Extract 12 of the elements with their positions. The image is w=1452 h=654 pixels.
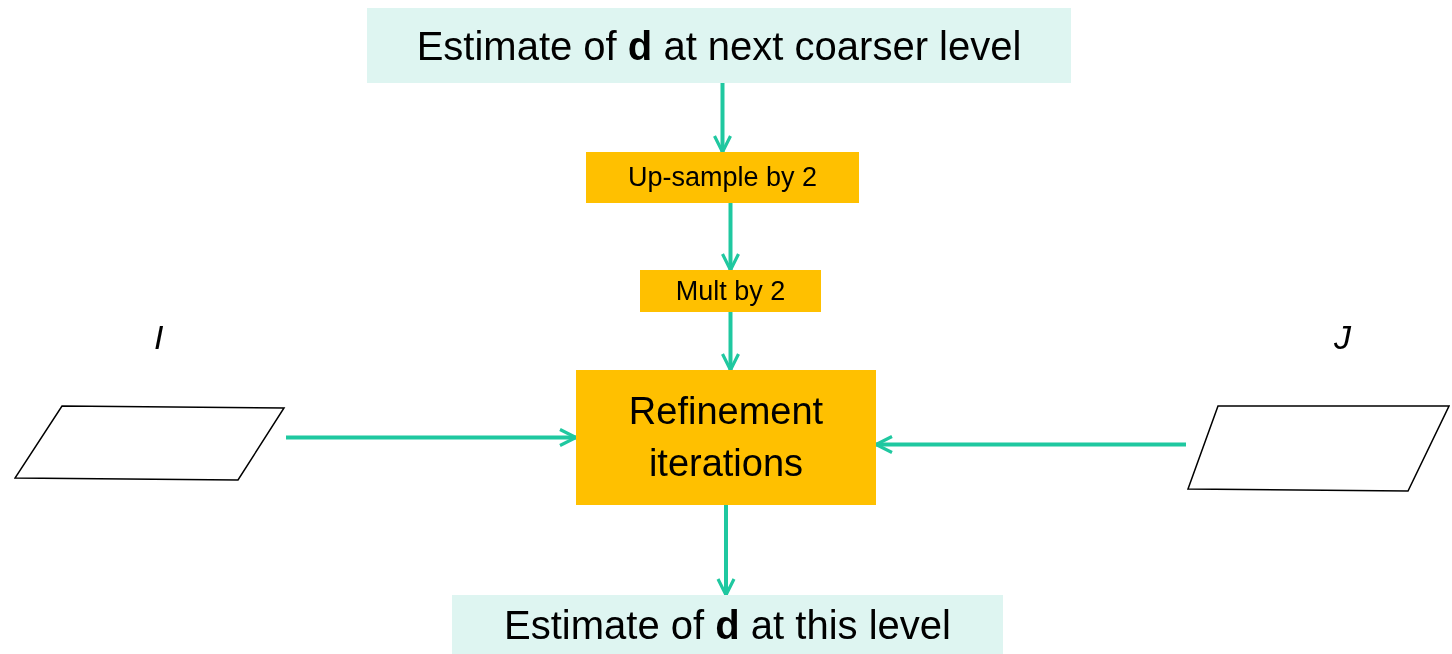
process-box: Refinement iterations bbox=[576, 370, 876, 505]
process-box: Up-sample by 2 bbox=[586, 152, 859, 203]
image-label: J bbox=[1334, 320, 1351, 354]
process-box: Mult by 2 bbox=[640, 270, 821, 312]
arrow bbox=[720, 203, 741, 272]
result-box: Estimate of d at next coarser level bbox=[367, 8, 1071, 83]
arrow bbox=[716, 505, 736, 597]
arrow bbox=[286, 427, 578, 448]
arrow bbox=[720, 312, 741, 372]
arrow bbox=[712, 83, 733, 154]
image-label: I bbox=[154, 320, 164, 354]
result-box: Estimate of d at this level bbox=[452, 595, 1003, 654]
